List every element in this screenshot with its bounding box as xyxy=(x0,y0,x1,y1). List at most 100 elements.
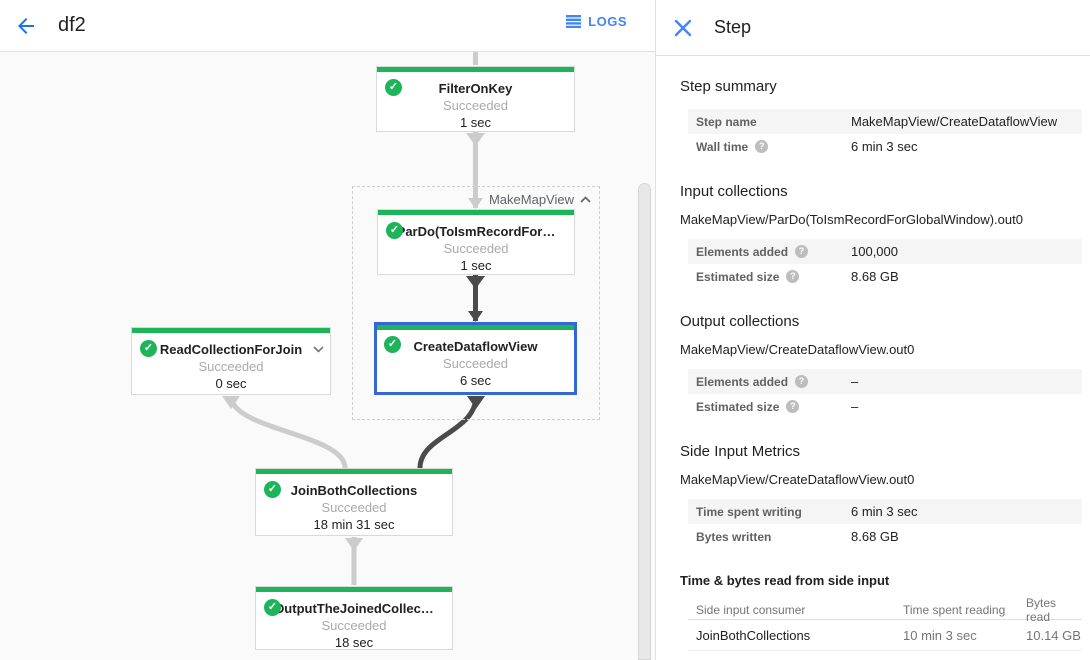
node-title: OutputTheJoinedCollec… xyxy=(274,601,434,616)
success-check-icon: ✓ xyxy=(384,336,401,353)
node-title: ParDo(ToIsmRecordFor… xyxy=(396,224,556,239)
node-status: Succeeded xyxy=(321,618,387,633)
output-collections-section: Output collections MakeMapView/CreateDat… xyxy=(680,313,1082,419)
panel-body: Step summary Step name MakeMapView/Creat… xyxy=(656,56,1090,651)
row-value: MakeMapView/CreateDataflowView xyxy=(851,114,1058,129)
row-label: Estimated size xyxy=(696,399,780,414)
success-check-icon: ✓ xyxy=(385,79,402,96)
help-icon[interactable] xyxy=(795,375,809,388)
output-row-estimated-size: Estimated size – xyxy=(688,394,1082,419)
summary-row-step-name: Step name MakeMapView/CreateDataflowView xyxy=(688,109,1082,134)
node-status-bar xyxy=(132,328,330,333)
node-title: ReadCollectionForJoin xyxy=(159,342,303,357)
row-value: – xyxy=(851,399,859,414)
input-collections-section: Input collections MakeMapView/ParDo(ToIs… xyxy=(680,183,1082,289)
collection-name: MakeMapView/CreateDataflowView.out0 xyxy=(680,472,915,487)
sideinput-row-bytes-written: Bytes written 8.68 GB xyxy=(688,524,1082,549)
row-value: – xyxy=(851,374,859,389)
cell-bytes-read: 10.14 GB xyxy=(1026,627,1081,643)
section-heading: Input collections xyxy=(680,183,788,200)
node-status-bar xyxy=(377,325,574,330)
step-summary-section: Step summary Step name MakeMapView/Creat… xyxy=(680,78,1082,159)
group-collapse-toggle[interactable]: MakeMapView xyxy=(489,192,591,207)
help-icon[interactable] xyxy=(786,400,800,413)
graph-node-outputthejoined[interactable]: ✓ OutputTheJoinedCollec… Succeeded 18 se… xyxy=(255,586,453,650)
row-value: 6 min 3 sec xyxy=(851,139,918,154)
side-input-metrics-section: Side Input Metrics MakeMapView/CreateDat… xyxy=(680,443,1082,549)
row-value: 8.68 GB xyxy=(851,529,899,544)
node-status-bar xyxy=(377,67,574,72)
table-heading: Time & bytes read from side input xyxy=(680,573,890,588)
node-expand-chevron-down-icon[interactable] xyxy=(313,340,324,358)
row-label: Elements added xyxy=(696,244,789,259)
back-arrow-button[interactable] xyxy=(14,14,38,38)
help-icon[interactable] xyxy=(755,140,769,153)
job-graph-area: MakeMapView ✓ FilterOnKey Succeeded 1 se… xyxy=(0,0,655,660)
graph-node-pardo-toismrecord[interactable]: ✓ ParDo(ToIsmRecordFor… Succeeded 1 sec xyxy=(377,209,575,275)
row-label: Time spent writing xyxy=(696,504,802,519)
section-heading: Output collections xyxy=(680,313,800,330)
success-check-icon: ✓ xyxy=(264,599,281,616)
node-status: Succeeded xyxy=(442,356,509,371)
node-title: JoinBothCollections xyxy=(290,483,418,498)
sideinput-row-time-writing: Time spent writing 6 min 3 sec xyxy=(688,499,1082,524)
row-value: 8.68 GB xyxy=(851,269,899,284)
close-icon[interactable] xyxy=(674,19,692,37)
logs-label: LOGS xyxy=(588,14,627,29)
help-icon[interactable] xyxy=(795,245,809,258)
side-input-read-table-section: Time & bytes read from side input Side i… xyxy=(680,573,1082,651)
group-label: MakeMapView xyxy=(488,192,574,207)
node-title: CreateDataflowView xyxy=(413,339,538,354)
graph-vertical-scrollbar[interactable] xyxy=(638,183,651,660)
table-header-row: Side input consumer Time spent reading B… xyxy=(688,596,1082,624)
graph-node-createdataflowview-selected[interactable]: ✓ CreateDataflowView Succeeded 6 sec xyxy=(374,322,577,395)
node-status-bar xyxy=(378,210,574,215)
node-status: Succeeded xyxy=(198,359,264,374)
node-time: 18 sec xyxy=(334,635,374,650)
composite-step-group: MakeMapView xyxy=(352,186,600,420)
graph-node-joinbothcollections[interactable]: ✓ JoinBothCollections Succeeded 18 min 3… xyxy=(255,468,453,536)
row-label: Step name xyxy=(696,114,757,129)
section-heading: Step summary xyxy=(680,78,777,95)
table-row: JoinBothCollections 10 min 3 sec 10.14 G… xyxy=(688,620,1082,651)
job-title: df2 xyxy=(58,14,86,36)
node-status: Succeeded xyxy=(321,500,387,515)
node-time: 1 sec xyxy=(459,115,492,130)
logs-button[interactable]: LOGS xyxy=(566,14,627,29)
input-row-estimated-size: Estimated size 8.68 GB xyxy=(688,264,1082,289)
success-check-icon: ✓ xyxy=(386,222,403,239)
help-icon[interactable] xyxy=(786,270,800,283)
graph-node-readcollectionforjoin[interactable]: ✓ ReadCollectionForJoin Succeeded 0 sec xyxy=(131,327,331,395)
chevron-up-icon xyxy=(580,196,591,203)
panel-header: Step xyxy=(656,0,1090,56)
graph-node-filteronkey[interactable]: ✓ FilterOnKey Succeeded 1 sec xyxy=(376,66,575,132)
collection-name: MakeMapView/ParDo(ToIsmRecordForGlobalWi… xyxy=(680,212,1023,227)
job-header: df2 LOGS xyxy=(0,0,655,52)
node-time: 0 sec xyxy=(215,376,247,391)
node-status: Succeeded xyxy=(442,98,509,113)
graph-edges xyxy=(222,52,485,585)
row-value: 100,000 xyxy=(851,244,898,259)
node-time: 18 min 31 sec xyxy=(313,517,395,532)
node-time: 6 sec xyxy=(459,373,492,388)
node-title: FilterOnKey xyxy=(438,81,513,96)
row-label: Bytes written xyxy=(696,529,772,544)
col-time-spent-reading: Time spent reading xyxy=(903,603,1006,617)
step-detail-panel: Step Step summary Step name MakeMapView/… xyxy=(655,0,1090,660)
list-icon xyxy=(566,15,582,28)
section-heading: Side Input Metrics xyxy=(680,443,801,460)
node-status: Succeeded xyxy=(443,241,509,256)
success-check-icon: ✓ xyxy=(264,481,281,498)
node-status-bar xyxy=(256,469,452,474)
output-row-elements-added: Elements added – xyxy=(688,369,1082,394)
summary-row-wall-time: Wall time 6 min 3 sec xyxy=(688,134,1082,159)
node-status-bar xyxy=(256,587,452,592)
row-label: Wall time xyxy=(696,139,749,154)
collection-name: MakeMapView/CreateDataflowView.out0 xyxy=(680,342,915,357)
col-side-input-consumer: Side input consumer xyxy=(696,603,806,617)
panel-title: Step xyxy=(714,17,752,37)
input-row-elements-added: Elements added 100,000 xyxy=(688,239,1082,264)
success-check-icon: ✓ xyxy=(140,340,157,357)
row-label: Estimated size xyxy=(696,269,780,284)
cell-time-reading: 10 min 3 sec xyxy=(903,627,977,643)
